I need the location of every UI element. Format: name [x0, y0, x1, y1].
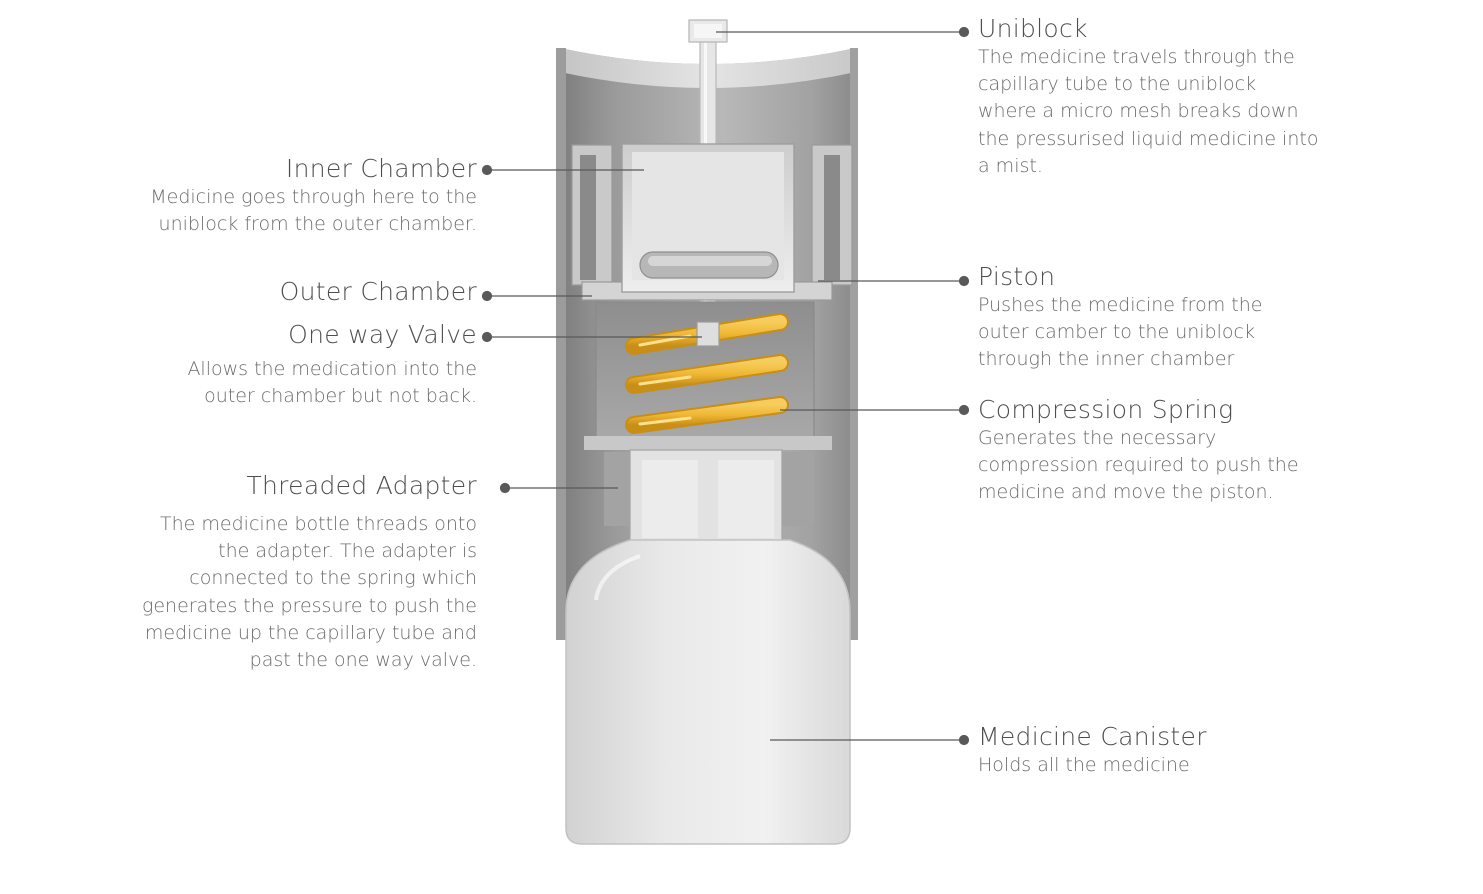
- inner-chamber-title: Inner Chamber: [285, 154, 477, 183]
- compression-spring-desc-line: compression required to push the: [978, 454, 1299, 477]
- medicine-canister: [565, 539, 851, 845]
- threaded-adapter-title: Threaded Adapter: [246, 471, 477, 500]
- leader-compression-spring: [780, 404, 970, 416]
- medicine-canister-title: Medicine Canister: [978, 722, 1207, 751]
- inner-chamber-desc-line: uniblock from the outer chamber.: [158, 213, 477, 236]
- threaded-adapter-desc-line: generates the pressure to push the: [141, 594, 477, 617]
- leader-one-way-valve: [481, 331, 702, 343]
- inner-chamber-desc-line: Medicine goes through here to the: [150, 186, 477, 208]
- callout-inner-chamber: Inner Chamber Medicine goes through here…: [150, 154, 477, 238]
- uniblock-desc-line: the pressurised liquid medicine into: [978, 127, 1319, 150]
- inner-chamber: [621, 143, 795, 293]
- threaded-adapter-desc-line: the adapter. The adapter is: [218, 540, 477, 563]
- leader-uniblock: [716, 26, 970, 38]
- callout-medicine-canister: Medicine Canister Holds all the medicine: [978, 722, 1207, 779]
- leader-threaded-adapter: [499, 482, 618, 494]
- threaded-adapter-desc-line: connected to the spring which: [189, 567, 477, 590]
- piston-desc-line: outer camber to the uniblock: [978, 321, 1255, 344]
- leader-medicine-canister: [770, 734, 970, 746]
- leader-inner-chamber: [481, 164, 644, 176]
- outer-chamber-title: Outer Chamber: [279, 277, 477, 306]
- piston: [571, 144, 853, 301]
- callout-piston: Piston Pushes the medicine from the oute…: [978, 262, 1262, 374]
- uniblock: [688, 19, 728, 43]
- callout-threaded-adapter: Threaded Adapter The medicine bottle thr…: [142, 471, 477, 674]
- piston-desc-line: Pushes the medicine from the: [978, 294, 1263, 316]
- threaded-adapter-desc-line: The medicine bottle threads onto: [160, 513, 477, 535]
- uniblock-desc-line: The medicine travels through the: [978, 46, 1295, 68]
- piston-desc-line: through the inner chamber: [978, 348, 1235, 371]
- compression-spring-desc-line: Generates the necessary: [978, 427, 1217, 449]
- callout-uniblock: Uniblock The medicine travels through th…: [978, 14, 1318, 180]
- leader-lines: [481, 26, 970, 746]
- piston-title: Piston: [978, 262, 1056, 291]
- compression-spring-desc-line: medicine and move the piston.: [978, 481, 1274, 504]
- threaded-adapter: [604, 449, 814, 543]
- callout-outer-chamber: Outer Chamber: [280, 277, 477, 307]
- leader-piston: [818, 275, 970, 287]
- threaded-adapter-desc-line: past the one way valve.: [249, 649, 477, 672]
- compression-spring-title: Compression Spring: [978, 395, 1234, 424]
- one-way-valve-desc-line: outer chamber but not back.: [204, 385, 477, 408]
- uniblock-desc-line: capillary tube to the uniblock: [978, 73, 1257, 96]
- uniblock-title: Uniblock: [978, 14, 1088, 43]
- one-way-valve: [696, 321, 720, 347]
- threaded-adapter-desc-line: medicine up the capillary tube and: [144, 621, 477, 644]
- callout-one-way-valve: One way Valve Allows the medication into…: [187, 320, 477, 410]
- uniblock-desc-line: where a micro mesh breaks down: [978, 100, 1299, 123]
- leader-outer-chamber: [481, 290, 592, 302]
- one-way-valve-desc-line: Allows the medication into the: [187, 358, 477, 380]
- callout-compression-spring: Compression Spring Generates the necessa…: [978, 395, 1299, 507]
- medicine-canister-desc-line: Holds all the medicine: [978, 754, 1190, 776]
- one-way-valve-title: One way Valve: [288, 320, 477, 349]
- uniblock-desc-line: a mist.: [978, 154, 1043, 177]
